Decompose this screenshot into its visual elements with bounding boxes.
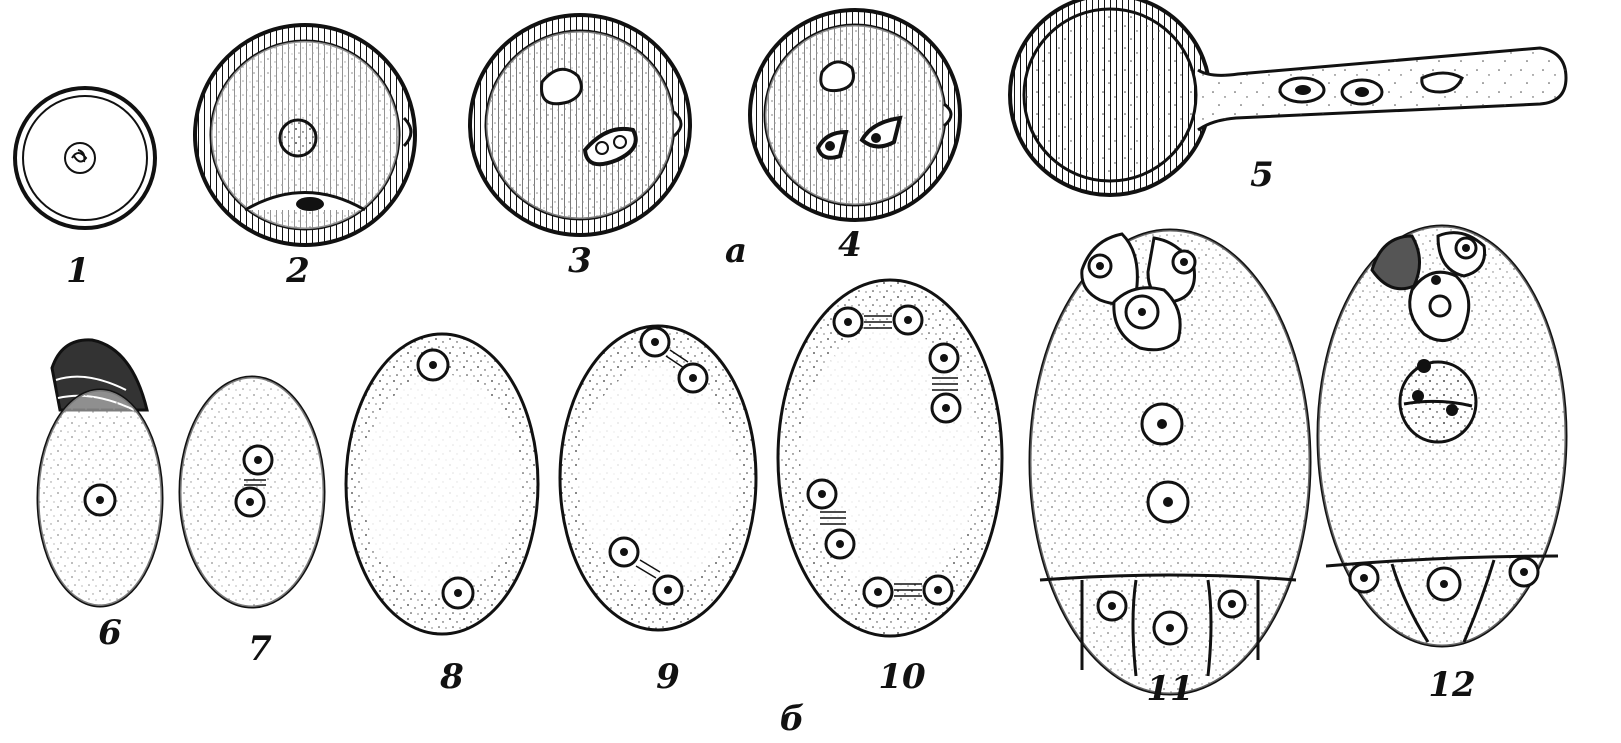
stage-8-two-nucleate-vacuolate	[346, 334, 538, 634]
group-label-a: a	[725, 231, 747, 271]
stage-label-10: 10	[878, 657, 926, 697]
stage-2-pollen-grain	[195, 25, 415, 245]
stage-5-pollen-tube	[1010, 0, 1566, 195]
stage-label-3: 3	[568, 241, 592, 281]
stage-label-7: 7	[248, 629, 272, 669]
stage-label-12: 12	[1428, 665, 1475, 705]
stage-4-pollen-grain	[750, 10, 960, 220]
stage-3-pollen-grain	[470, 15, 690, 235]
stage-7-two-nucleate	[180, 377, 324, 607]
stage-label-11: 11	[1146, 669, 1193, 709]
stage-label-5: 5	[1250, 155, 1274, 195]
stage-12-fertilized-embryo-sac	[1318, 226, 1566, 646]
stage-11-embryo-sac	[1030, 230, 1310, 694]
stage-6-megaspore	[38, 340, 162, 606]
stage-1-microspore	[15, 88, 155, 228]
stage-label-8: 8	[439, 657, 464, 697]
stage-label-4: 4	[838, 225, 862, 265]
stage-label-9: 9	[656, 657, 680, 697]
stage-9-four-nucleate	[560, 326, 756, 630]
stage-label-1: 1	[66, 251, 90, 291]
stage-label-2: 2	[285, 251, 310, 291]
stage-10-eight-nucleate	[778, 280, 1002, 636]
stage-label-6: 6	[98, 613, 122, 653]
group-label-b: б	[780, 699, 805, 739]
